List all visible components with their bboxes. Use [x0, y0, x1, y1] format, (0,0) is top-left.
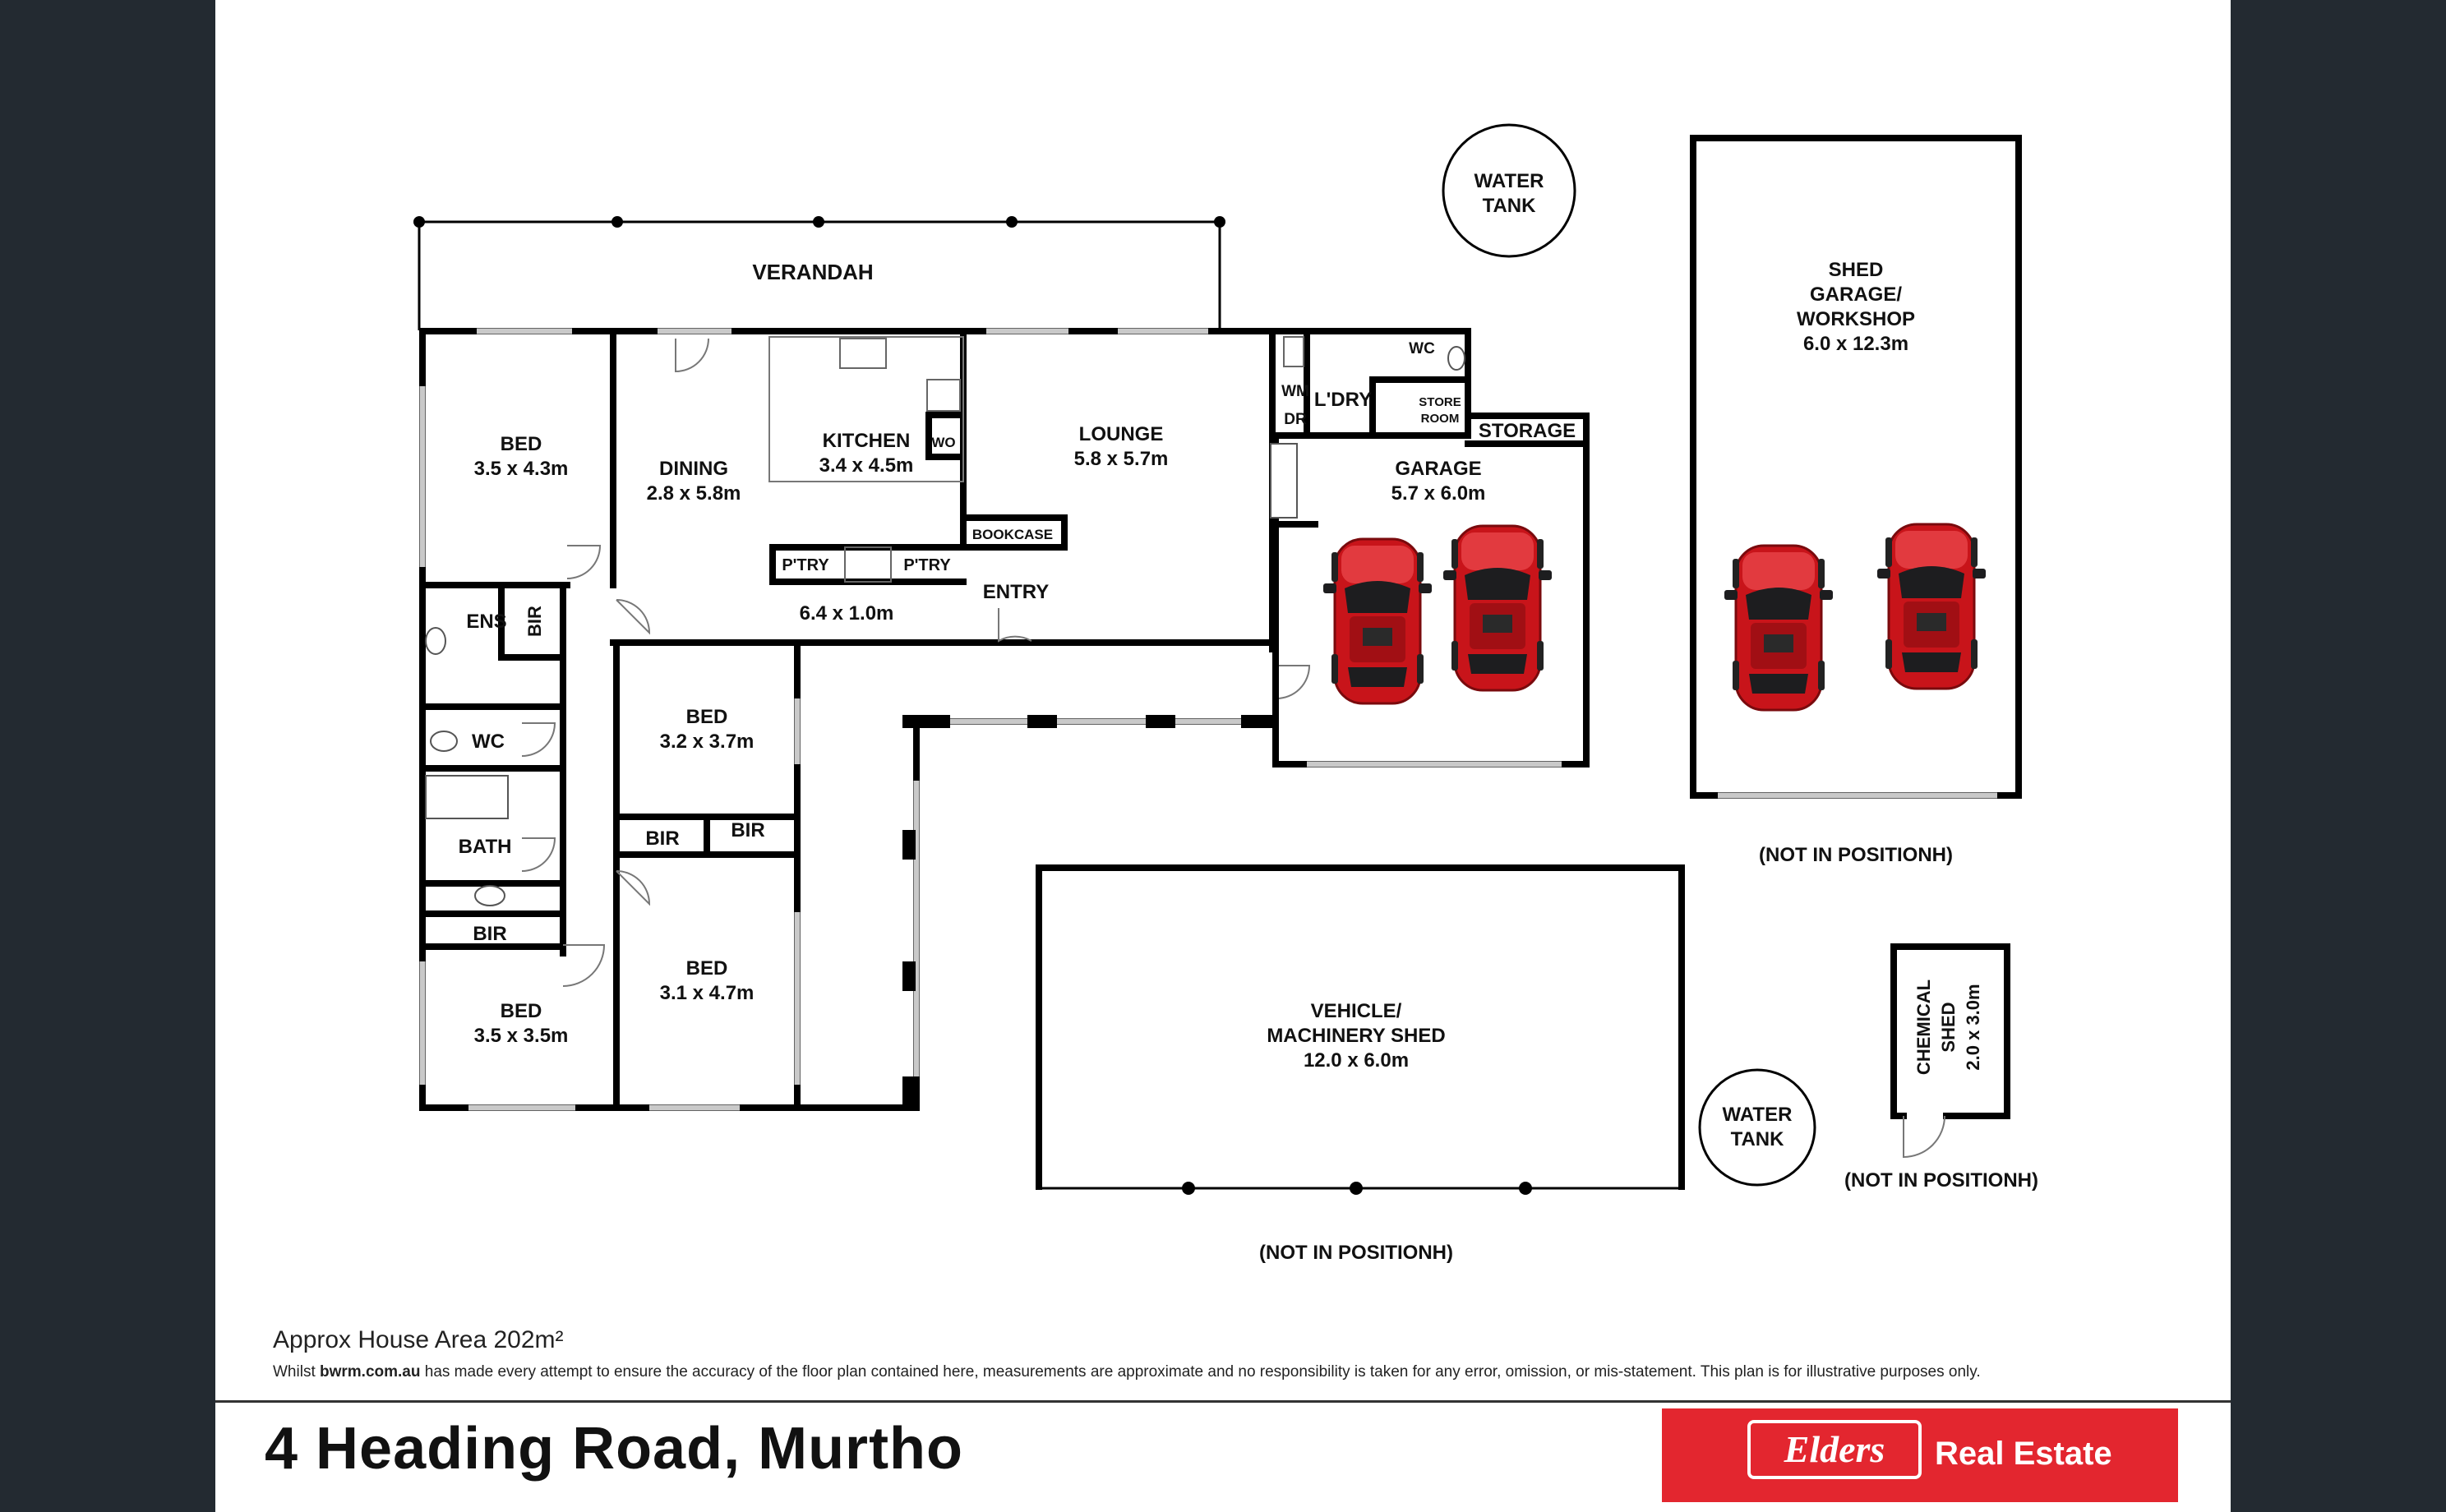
vehicle-machinery-shed — [1036, 864, 1685, 1190]
label-bed4: BED — [686, 957, 728, 980]
label-wc-laundry: WC — [1409, 340, 1435, 357]
shed-car-right — [1876, 523, 1987, 690]
label-bir-ens: BIR — [524, 606, 545, 637]
label-hall-size: 6.4 x 1.0m — [800, 602, 894, 625]
label-bed4-size: 3.1 x 4.7m — [660, 982, 755, 1004]
label-garage-size: 5.7 x 6.0m — [1391, 482, 1486, 505]
label-bed2-size: 3.2 x 3.7m — [660, 731, 755, 753]
disclaimer-prefix: Whilst — [273, 1363, 320, 1381]
label-lounge-size: 5.8 x 5.7m — [1074, 448, 1169, 470]
label-dining: DINING — [659, 458, 728, 480]
label-vehicle-shed: VEHICLE/ — [1311, 1000, 1402, 1022]
door-swings — [521, 338, 1311, 987]
label-laundry: L'DRY — [1314, 389, 1372, 411]
elders-logo-text: Elders — [1784, 1428, 1885, 1470]
disclaimer: Whilst bwrm.com.au has made every attemp… — [273, 1363, 1981, 1381]
verandah — [413, 216, 1225, 330]
label-bir-bath: BIR — [473, 923, 506, 945]
water-tank-1 — [1442, 123, 1576, 258]
water-tank-2 — [1698, 1068, 1816, 1187]
label-bookcase: BOOKCASE — [972, 527, 1053, 542]
property-address: 4 Heading Road, Murtho — [265, 1416, 963, 1482]
label-bath: BATH — [459, 836, 512, 858]
label-bed1: BED — [501, 433, 542, 455]
label-bir-bed2b: BIR — [731, 819, 764, 841]
label-bed2: BED — [686, 706, 728, 728]
label-kitchen: KITCHEN — [823, 430, 911, 452]
label-verandah: VERANDAH — [752, 260, 873, 284]
label-chemical: CHEMICAL — [1913, 980, 1934, 1075]
label-store-room: ROOM — [1421, 412, 1460, 426]
disclaimer-rest: has made every attempt to ensure the acc… — [420, 1363, 1981, 1381]
elders-brand-banner: Elders Real Estate — [1662, 1408, 2178, 1502]
label-shed: SHED — [1829, 259, 1884, 281]
shed-car-left — [1723, 544, 1834, 712]
label-bir-bed2a: BIR — [645, 827, 679, 850]
label-pantry-right: P'TRY — [903, 556, 951, 574]
label-garage: GARAGE — [1395, 458, 1481, 480]
label-dining-size: 2.8 x 5.8m — [647, 482, 741, 505]
label-water-tank-2: WATER — [1723, 1104, 1793, 1126]
label-lounge: LOUNGE — [1079, 423, 1164, 445]
label-not-in-position-2: (NOT IN POSITIONH) — [1844, 1169, 2038, 1192]
label-wc: WC — [472, 731, 505, 753]
label-not-in-position-3: (NOT IN POSITIONH) — [1259, 1242, 1453, 1264]
label-kitchen-size: 3.4 x 4.5m — [819, 454, 914, 477]
label-wo: WO — [931, 435, 955, 450]
label-water-tank-1: WATER — [1475, 170, 1544, 192]
garage-car-left — [1322, 537, 1433, 705]
label-chemical-shed: SHED — [1938, 1002, 1959, 1052]
house-area: Approx House Area 202m² — [273, 1326, 564, 1353]
label-water-tank-2-b: TANK — [1731, 1128, 1785, 1150]
label-ens: ENS — [466, 611, 506, 633]
label-storage: STORAGE — [1479, 420, 1576, 442]
label-bed3: BED — [501, 1000, 542, 1022]
label-water-tank-1-b: TANK — [1483, 195, 1537, 217]
label-machinery-shed: MACHINERY SHED — [1267, 1025, 1445, 1047]
label-shed-garage: GARAGE/ — [1810, 284, 1902, 306]
label-chemical-size: 2.0 x 3.0m — [1963, 984, 1983, 1070]
label-entry: ENTRY — [983, 581, 1049, 603]
label-shed-size: 6.0 x 12.3m — [1803, 333, 1908, 355]
label-shed-workshop: WORKSHOP — [1797, 308, 1915, 330]
footer-divider — [215, 1400, 2231, 1403]
chemical-shed — [1890, 943, 2010, 1119]
label-bed3-size: 3.5 x 3.5m — [474, 1025, 569, 1047]
elders-logo: Elders — [1747, 1420, 1922, 1479]
label-store: STORE — [1419, 395, 1461, 409]
label-vehicle-shed-size: 12.0 x 6.0m — [1304, 1049, 1409, 1072]
label-wm: WM — [1281, 383, 1309, 400]
label-dr: DR — [1284, 411, 1307, 428]
garage-car-right — [1442, 524, 1553, 692]
label-pantry-left: P'TRY — [782, 556, 829, 574]
brand-text: Real Estate — [1935, 1436, 2112, 1472]
label-bed1-size: 3.5 x 4.3m — [474, 458, 569, 480]
garage-walls — [1269, 328, 1590, 768]
label-not-in-position-1: (NOT IN POSITIONH) — [1759, 844, 1953, 866]
disclaimer-site: bwrm.com.au — [320, 1363, 421, 1381]
windows — [419, 328, 1249, 1111]
